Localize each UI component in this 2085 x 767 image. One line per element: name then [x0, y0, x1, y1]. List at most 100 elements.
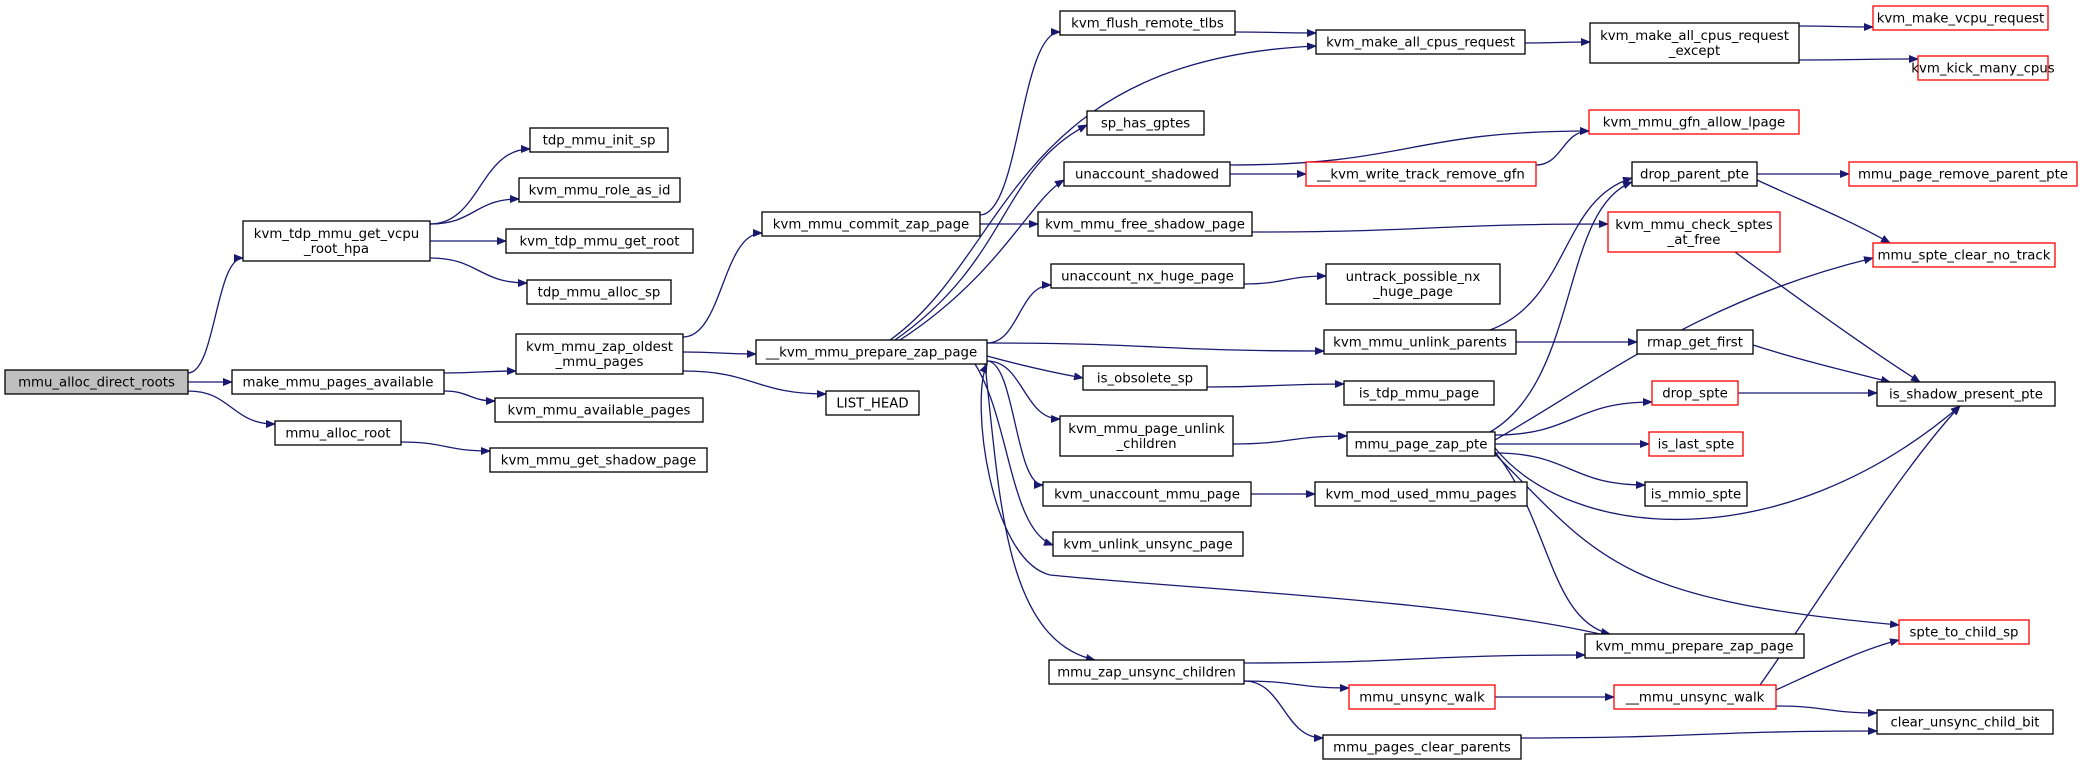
node-label: tdp_mmu_alloc_sp — [538, 286, 661, 301]
node-label: kvm_mmu_prepare_zap_page — [1596, 640, 1794, 655]
node-mmu_alloc_root[interactable]: mmu_alloc_root — [274, 420, 402, 446]
call-edge-__kvm_mmu_prepare_zap_page-to-kvm_unaccount_mmu_page — [986, 360, 1044, 489]
node-sp_has_gptes[interactable]: sp_has_gptes — [1086, 110, 1205, 136]
node-kvm_mmu_get_shadow_page[interactable]: kvm_mmu_get_shadow_page — [489, 447, 708, 473]
node-label: spte_to_child_sp — [1910, 626, 2019, 641]
node-mmu_page_zap_pte[interactable]: mmu_page_zap_pte — [1346, 431, 1496, 457]
node-untrack_possible_nx_huge_page[interactable]: untrack_possible_nx_huge_page — [1325, 263, 1501, 305]
call-edge-kvm_tdp_mmu_get_vcpu_root_hpa-to-kvm_mmu_role_as_id — [429, 195, 520, 225]
node-box — [1343, 380, 1495, 406]
node-box — [1063, 161, 1231, 187]
node-label: is_tdp_mmu_page — [1359, 387, 1479, 402]
node-kvm_mmu_unlink_parents[interactable]: kvm_mmu_unlink_parents — [1323, 329, 1517, 355]
node-label: tdp_mmu_init_sp — [543, 134, 656, 149]
node-mmu_pages_clear_parents[interactable]: mmu_pages_clear_parents — [1322, 734, 1522, 760]
call-edge-make_mmu_pages_available-to-kvm_mmu_available_pages — [443, 390, 496, 405]
node-kvm_mmu_check_sptes_at_free[interactable]: kvm_mmu_check_sptes_at_free — [1607, 211, 1781, 253]
node-kvm_mmu_commit_zap_page[interactable]: kvm_mmu_commit_zap_page — [761, 211, 981, 237]
node-box — [1872, 242, 2056, 268]
node-kvm_make_all_cpus_request[interactable]: kvm_make_all_cpus_request — [1315, 29, 1526, 55]
node-LIST_HEAD[interactable]: LIST_HEAD — [825, 390, 920, 416]
node-box — [1082, 365, 1208, 391]
node-kvm_unlink_unsync_page[interactable]: kvm_unlink_unsync_page — [1052, 531, 1244, 557]
node-box — [489, 447, 708, 473]
call-edge-mmu_zap_unsync_children-to-mmu_pages_clear_parents — [1243, 680, 1324, 742]
node-kvm_make_vcpu_request[interactable]: kvm_make_vcpu_request — [1872, 5, 2049, 31]
call-edge-mmu_alloc_direct_roots-to-kvm_tdp_mmu_get_vcpu_root_hpa — [187, 254, 244, 374]
node-__kvm_write_track_remove_gfn[interactable]: __kvm_write_track_remove_gfn — [1305, 161, 1537, 187]
node-__mmu_unsync_walk[interactable]: __mmu_unsync_walk — [1613, 684, 1777, 710]
node-rmap_get_first[interactable]: rmap_get_first — [1636, 329, 1754, 355]
call-edge-mmu_page_zap_pte-to-is_mmio_spte — [1494, 452, 1646, 489]
call-edge-mmu_zap_unsync_children-to-mmu_unsync_walk — [1243, 680, 1350, 692]
call-edge-kvm_mmu_zap_oldest_mmu_pages-to-LIST_HEAD — [682, 370, 827, 398]
node-label: kvm_mmu_get_shadow_page — [501, 454, 696, 469]
node-is_obsolete_sp[interactable]: is_obsolete_sp — [1082, 365, 1208, 391]
call-edge-mmu_alloc_direct_roots-to-mmu_alloc_root — [187, 390, 276, 428]
node-box — [231, 369, 445, 395]
node-label: mmu_alloc_root — [285, 427, 390, 442]
node-kvm_mmu_page_unlink_children[interactable]: kvm_mmu_page_unlink_children — [1059, 415, 1234, 457]
node-is_shadow_present_pte[interactable]: is_shadow_present_pte — [1876, 381, 2056, 407]
node-label: rmap_get_first — [1647, 336, 1743, 351]
node-mmu_page_remove_parent_pte[interactable]: mmu_page_remove_parent_pte — [1848, 161, 2078, 187]
node-label: _at_free — [1667, 233, 1721, 248]
call-edge-kvm_mmu_prepare_zap_page-to-__kvm_mmu_prepare_zap_page — [979, 363, 1601, 635]
node-kvm_mmu_free_shadow_page[interactable]: kvm_mmu_free_shadow_page — [1037, 211, 1253, 237]
node-label: LIST_HEAD — [836, 397, 908, 412]
node-box — [518, 177, 681, 203]
node-drop_parent_pte[interactable]: drop_parent_pte — [1631, 161, 1758, 187]
call-edge-__kvm_mmu_prepare_zap_page-to-kvm_make_all_cpus_request — [889, 42, 1317, 341]
node-label: drop_spte — [1662, 387, 1728, 402]
node-tdp_mmu_alloc_sp[interactable]: tdp_mmu_alloc_sp — [526, 279, 672, 305]
node-label: kvm_mmu_available_pages — [508, 404, 691, 419]
call-edge-mmu_pages_clear_parents-to-clear_unsync_child_bit — [1520, 727, 1878, 739]
node-label: kvm_make_all_cpus_request — [1326, 36, 1515, 51]
node-box — [825, 390, 920, 416]
call-edge-mmu_page_zap_pte-to-drop_parent_pte — [1489, 181, 1633, 433]
node-box — [1042, 481, 1252, 507]
node-make_mmu_pages_available[interactable]: make_mmu_pages_available — [231, 369, 445, 395]
node-box — [515, 333, 684, 375]
node-mmu_zap_unsync_children[interactable]: mmu_zap_unsync_children — [1048, 659, 1245, 685]
node-unaccount_nx_huge_page[interactable]: unaccount_nx_huge_page — [1050, 263, 1245, 289]
call-edge-kvm_flush_remote_tlbs-to-kvm_make_all_cpus_request — [1234, 28, 1317, 37]
node-box — [529, 127, 669, 153]
node-is_tdp_mmu_page[interactable]: is_tdp_mmu_page — [1343, 380, 1495, 406]
node-clear_unsync_child_bit[interactable]: clear_unsync_child_bit — [1876, 709, 2054, 735]
node-box — [1651, 380, 1739, 406]
node-kvm_make_all_cpus_request_except[interactable]: kvm_make_all_cpus_request_except — [1589, 22, 1800, 64]
node-kvm_unaccount_mmu_page[interactable]: kvm_unaccount_mmu_page — [1042, 481, 1252, 507]
node-kvm_tdp_mmu_get_vcpu_root_hpa[interactable]: kvm_tdp_mmu_get_vcpu_root_hpa — [242, 220, 431, 262]
node-mmu_spte_clear_no_track[interactable]: mmu_spte_clear_no_track — [1872, 242, 2056, 268]
nodes-layer: mmu_alloc_direct_roots kvm_tdp_mmu_get_vc… — [4, 5, 2078, 760]
call-edge-unaccount_nx_huge_page-to-untrack_possible_nx_huge_page — [1243, 272, 1327, 285]
node-label: kvm_mod_used_mmu_pages — [1325, 488, 1516, 503]
node-kvm_mmu_available_pages[interactable]: kvm_mmu_available_pages — [494, 397, 704, 423]
node-box — [1059, 10, 1236, 36]
node-mmu_unsync_walk[interactable]: mmu_unsync_walk — [1348, 684, 1496, 710]
node-label: clear_unsync_child_bit — [1890, 716, 2039, 731]
call-edge-__kvm_mmu_prepare_zap_page-to-unaccount_shadowed — [899, 179, 1065, 341]
node-tdp_mmu_init_sp[interactable]: tdp_mmu_init_sp — [529, 127, 669, 153]
node-spte_to_child_sp[interactable]: spte_to_child_sp — [1898, 619, 2030, 645]
node-kvm_flush_remote_tlbs[interactable]: kvm_flush_remote_tlbs — [1059, 10, 1236, 36]
node-kvm_mmu_prepare_zap_page[interactable]: kvm_mmu_prepare_zap_page — [1584, 633, 1805, 659]
node-unaccount_shadowed[interactable]: unaccount_shadowed — [1063, 161, 1231, 187]
node-kvm_kick_many_cpus[interactable]: kvm_kick_many_cpus — [1911, 55, 2055, 81]
node-box — [1588, 109, 1800, 135]
call-edge-mmu_zap_unsync_children-to-kvm_mmu_prepare_zap_page — [1243, 651, 1586, 664]
node-is_mmio_spte[interactable]: is_mmio_spte — [1644, 481, 1748, 507]
node-box — [1917, 55, 2049, 81]
node-drop_spte[interactable]: drop_spte — [1651, 380, 1739, 406]
node-kvm_mmu_gfn_allow_lpage[interactable]: kvm_mmu_gfn_allow_lpage — [1588, 109, 1800, 135]
node-kvm_tdp_mmu_get_root[interactable]: kvm_tdp_mmu_get_root — [505, 228, 694, 254]
node-label: mmu_alloc_direct_roots — [18, 376, 175, 391]
node-is_last_spte[interactable]: is_last_spte — [1648, 431, 1744, 457]
node-__kvm_mmu_prepare_zap_page[interactable]: __kvm_mmu_prepare_zap_page — [755, 339, 988, 365]
node-kvm_mod_used_mmu_pages[interactable]: kvm_mod_used_mmu_pages — [1314, 481, 1528, 507]
node-kvm_mmu_zap_oldest_mmu_pages[interactable]: kvm_mmu_zap_oldest_mmu_pages — [515, 333, 684, 375]
node-label: kvm_mmu_free_shadow_page — [1045, 218, 1245, 233]
call-edge-kvm_mmu_unlink_parents-to-drop_parent_pte — [1489, 176, 1633, 331]
node-kvm_mmu_role_as_id[interactable]: kvm_mmu_role_as_id — [518, 177, 681, 203]
